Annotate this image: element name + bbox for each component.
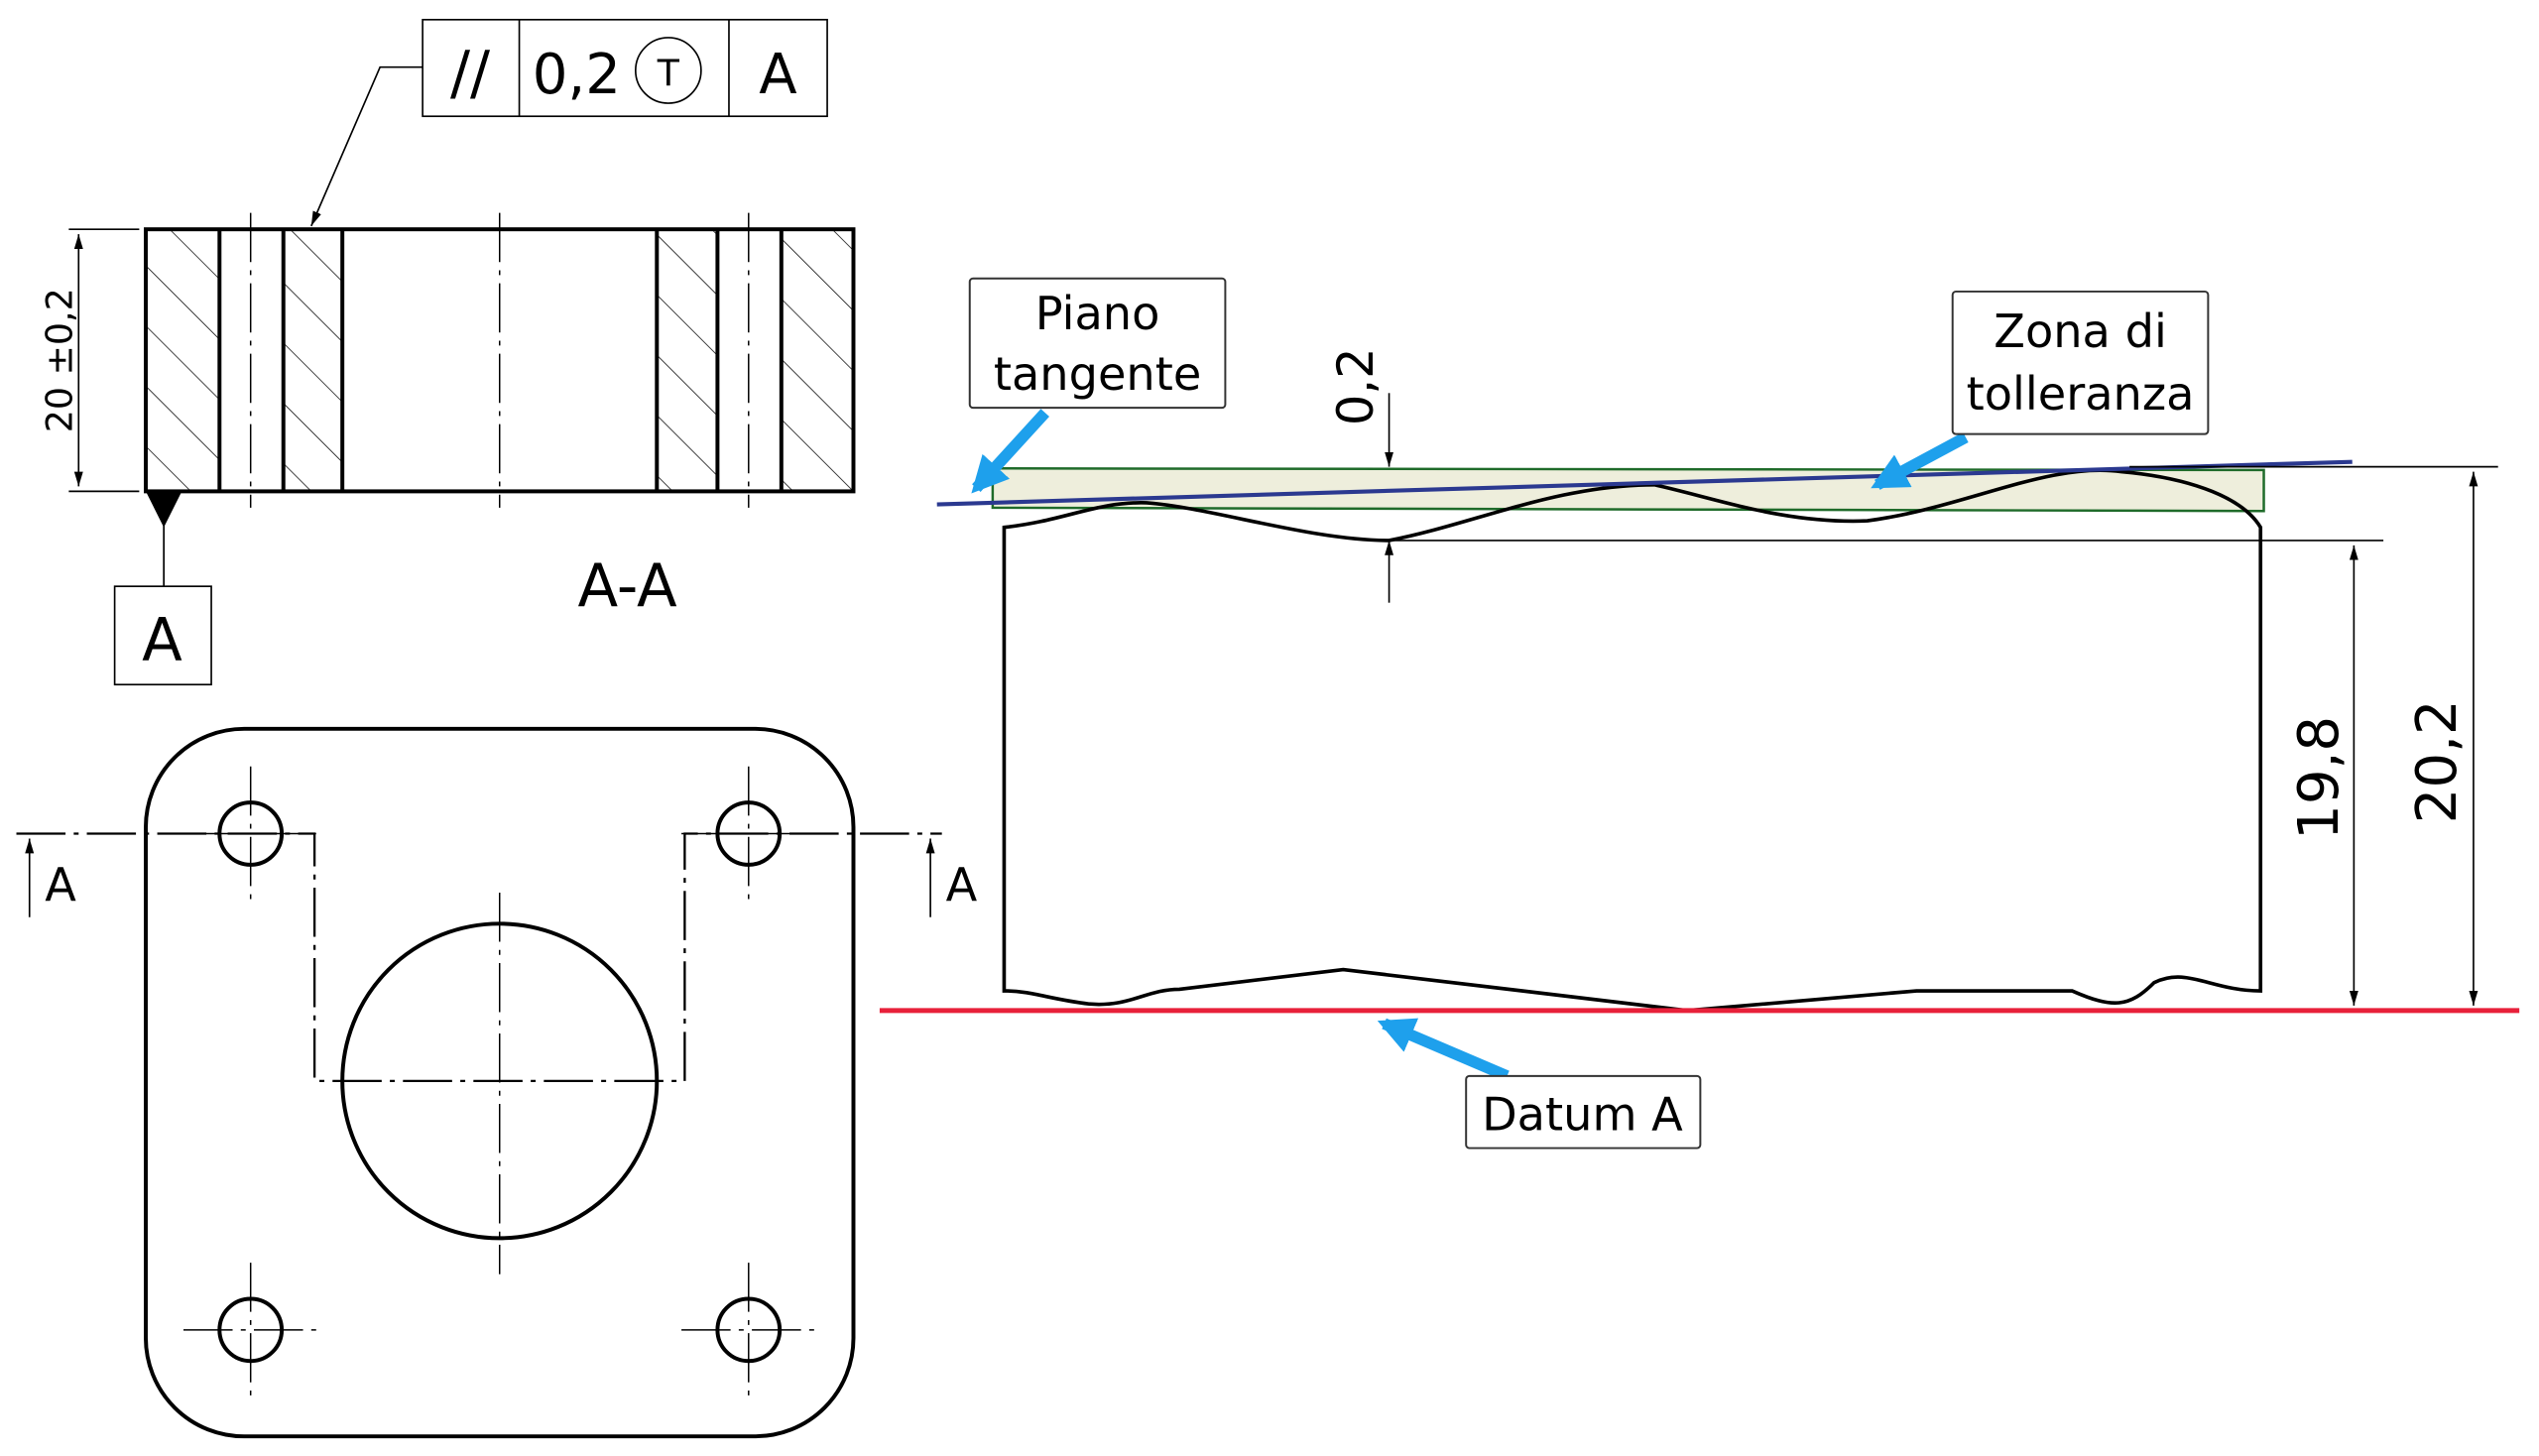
tolerance-zone (991, 467, 2265, 513)
datum-arrow-icon (1377, 1018, 1510, 1082)
section-title: A-A (577, 552, 677, 621)
feature-control-frame: // 0,2 T A (310, 18, 828, 227)
fcf-modifier: T (657, 52, 680, 94)
section-cut-line (16, 832, 942, 1083)
tolerance-dimension: 0,2 (1327, 347, 1385, 425)
tangent-plane-line (936, 459, 2353, 507)
tolerance-zone-arrow-icon (1871, 431, 1969, 490)
datum-box (113, 585, 212, 686)
callout-text: Piano (1035, 287, 1160, 340)
section-label-right: A (946, 858, 978, 911)
section-label-left: A (45, 858, 76, 911)
tangent-plane-callout (968, 277, 1227, 410)
max-dimension: 20,2 (2405, 699, 2470, 823)
callout-text: Zona di (1994, 304, 2167, 358)
tolerance-zone-callout (1951, 290, 2210, 435)
callout-text: tolleranza (1967, 367, 2195, 421)
detail-view: 0,2 19,8 20,2 Piano tangente Zona di tol… (879, 277, 2520, 1150)
parallelism-symbol: // (450, 40, 491, 108)
fcf-datum: A (759, 43, 796, 107)
section-view: 20 ±0,2 A A-A (39, 212, 856, 686)
callout-text: tangente (994, 347, 1201, 401)
height-dimension: 20 ±0,2 (39, 288, 81, 432)
tangent-plane-modifier-icon (635, 37, 702, 104)
callout-text: Datum A (1482, 1087, 1683, 1141)
plan-view: A A (16, 726, 978, 1439)
datum-callout (1465, 1074, 1702, 1150)
min-dimension: 19,8 (2287, 716, 2352, 840)
datum-triangle-icon (145, 491, 182, 528)
datum-label: A (142, 606, 182, 674)
fcf-leader (310, 65, 423, 227)
part-profile (1002, 468, 2263, 1013)
fcf-tolerance: 0,2 (533, 43, 621, 107)
tangent-plane-arrow-icon (971, 409, 1049, 494)
plate-outline (144, 726, 856, 1439)
